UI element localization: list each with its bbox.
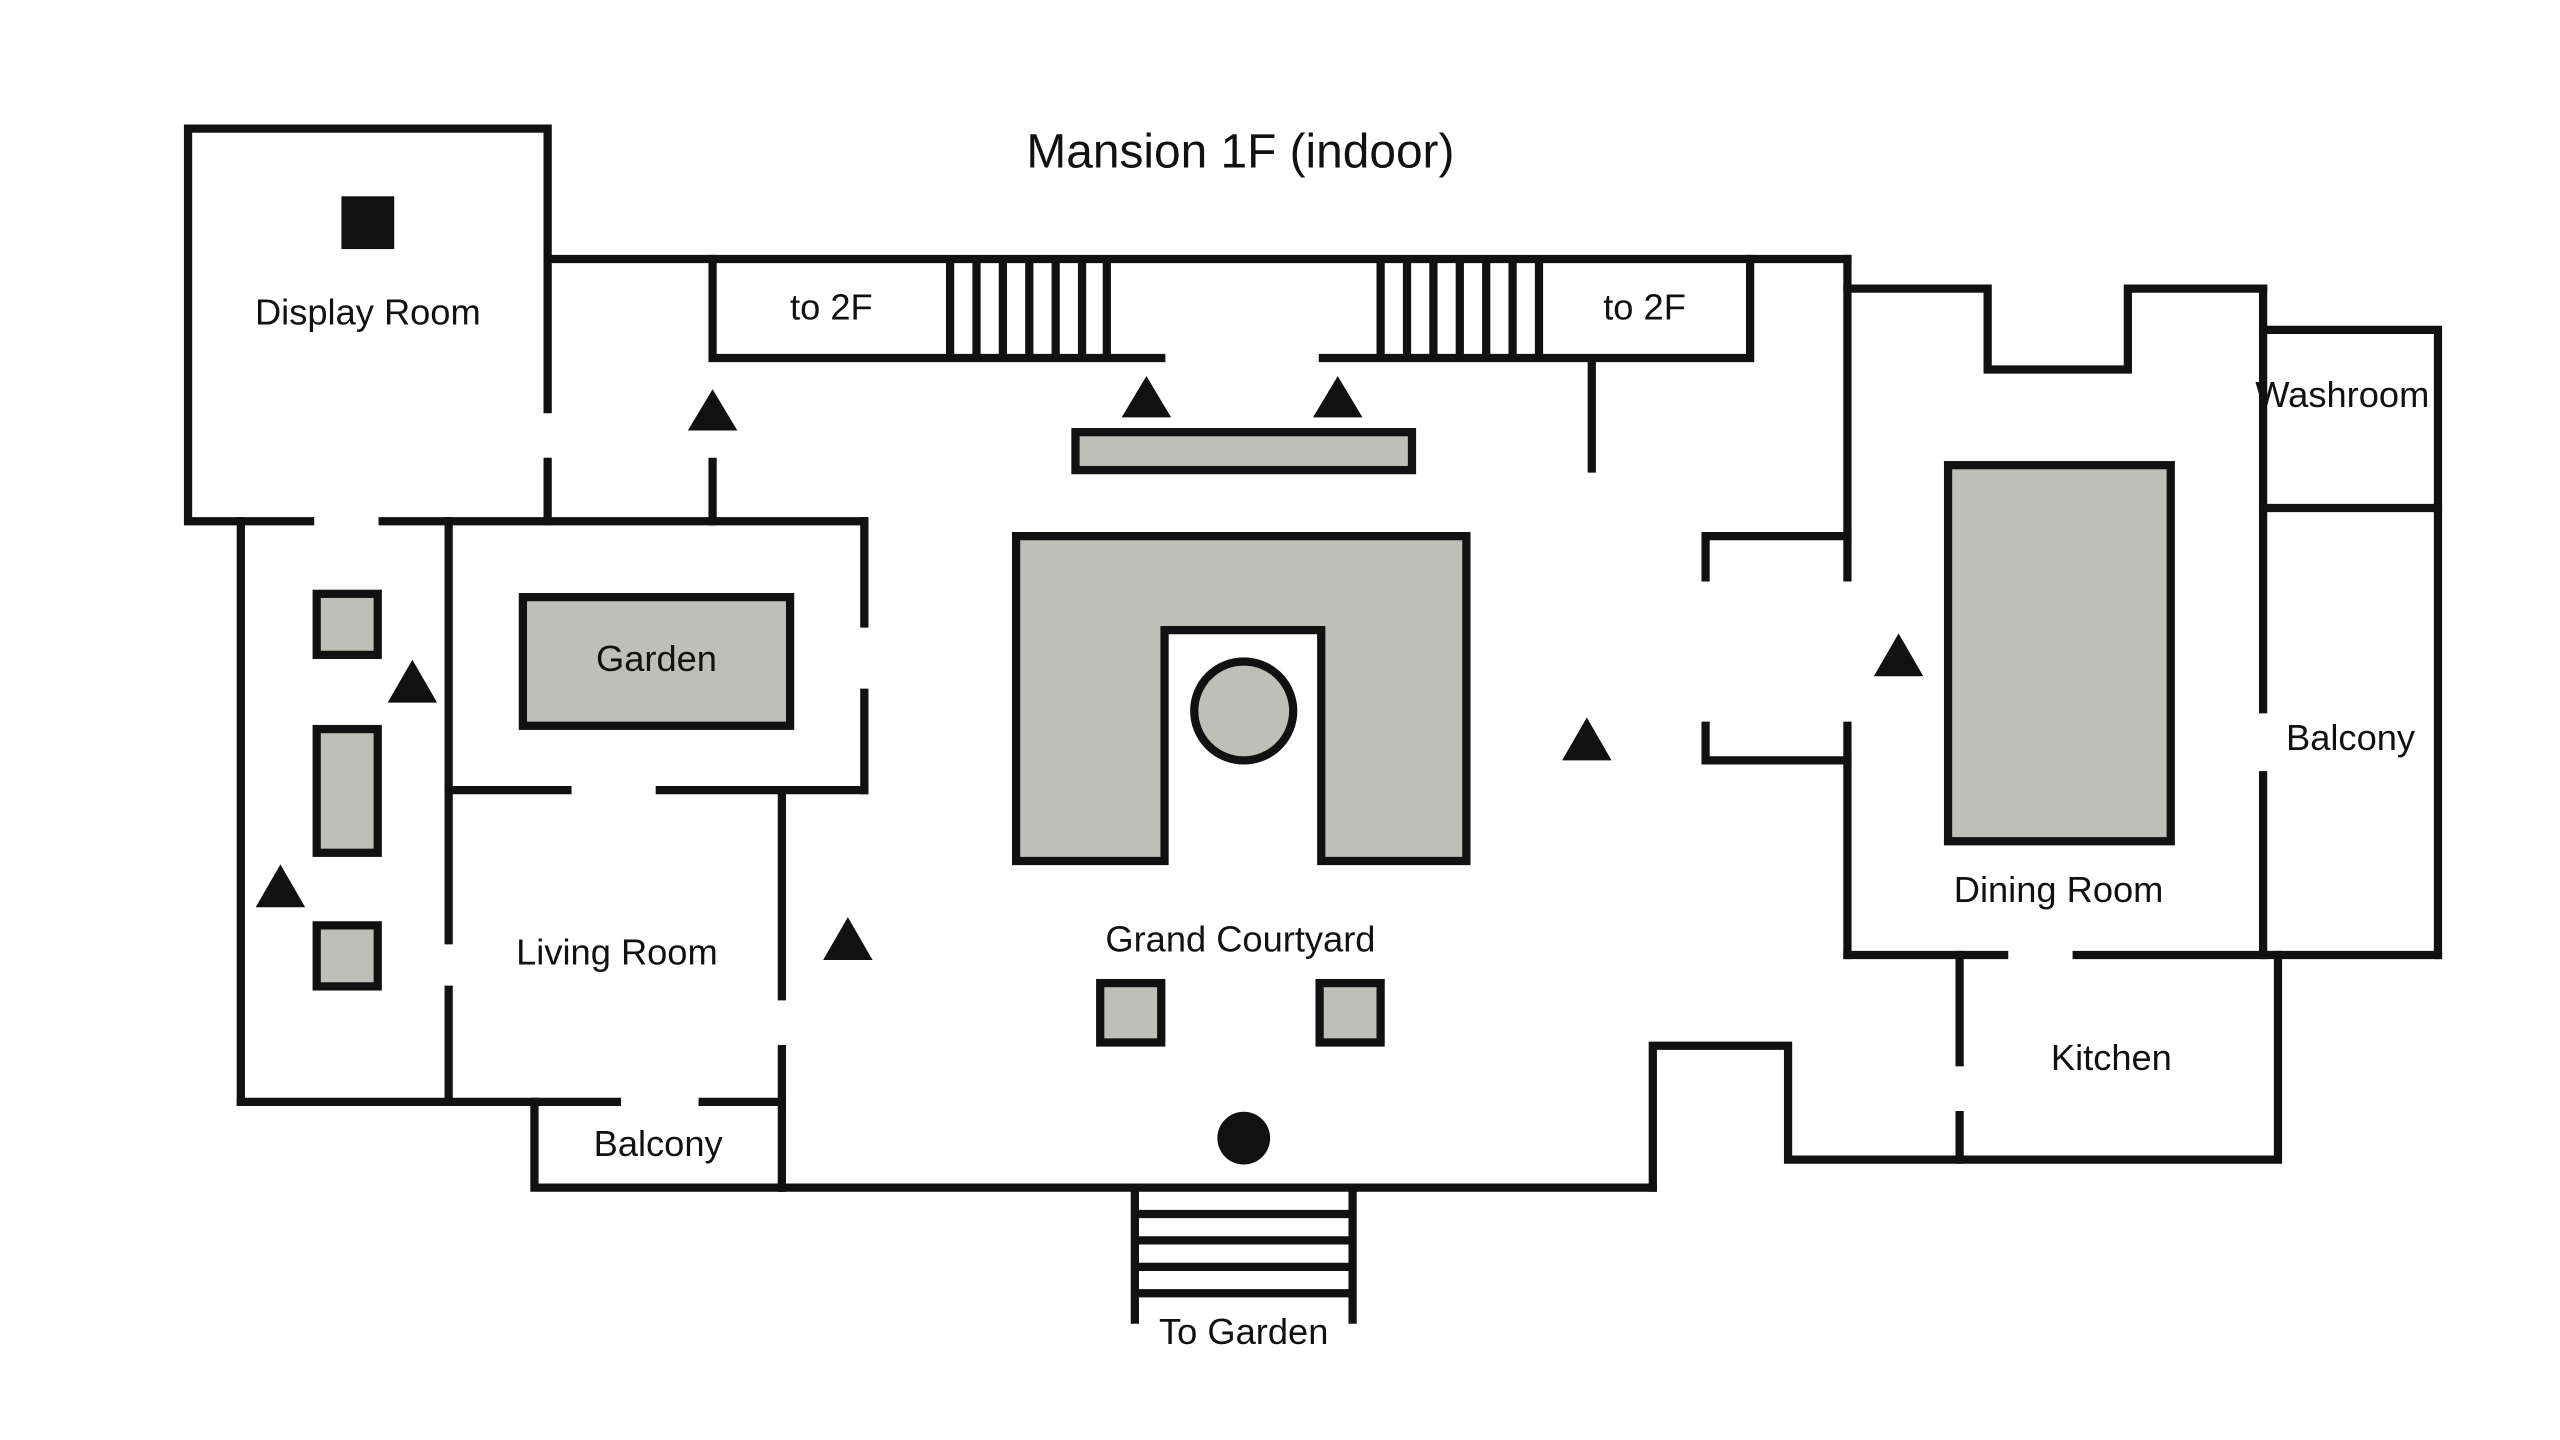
- label-stairs-left[interactable]: to 2F: [790, 287, 873, 328]
- corridor-block-2: [312, 724, 382, 857]
- room-labels: Display Room Garden Living Room Balcony …: [255, 287, 2429, 1352]
- triangle-marker-icon[interactable]: [387, 659, 438, 703]
- label-balcony-left: Balcony: [594, 1123, 724, 1164]
- fountain-circle: [1190, 657, 1298, 765]
- walls: [183, 124, 2443, 1324]
- label-washroom: Washroom: [2255, 374, 2429, 415]
- circle-marker-icon[interactable]: [1217, 1111, 1271, 1165]
- label-kitchen: Kitchen: [2051, 1037, 2172, 1078]
- map-title: Mansion 1F (indoor): [1026, 126, 1454, 179]
- triangle-marker-icon[interactable]: [255, 864, 306, 908]
- triangle-marker-icon[interactable]: [1873, 633, 1924, 677]
- courtyard-block-right: [1315, 978, 1385, 1047]
- label-garden: Garden: [596, 638, 717, 679]
- triangle-marker-icon[interactable]: [1121, 376, 1172, 418]
- label-to-garden[interactable]: To Garden: [1159, 1311, 1328, 1352]
- dining-table: [1943, 461, 2175, 846]
- square-marker-icon[interactable]: [341, 196, 395, 250]
- furniture: [312, 428, 2175, 1047]
- courtyard-u-bench: [1011, 531, 1471, 866]
- triangle-marker-icon[interactable]: [1313, 376, 1363, 418]
- corridor-block-1: [312, 589, 382, 659]
- markers: [255, 196, 1924, 1165]
- label-balcony-right: Balcony: [2286, 717, 2416, 758]
- triangle-marker-icon[interactable]: [687, 389, 738, 431]
- counter-bar: [1071, 428, 1417, 475]
- corridor-block-3: [312, 921, 382, 991]
- front-stairs[interactable]: [1134, 1209, 1353, 1298]
- triangle-marker-icon[interactable]: [823, 917, 873, 961]
- label-living-room: Living Room: [516, 932, 718, 973]
- stairs-left[interactable]: [945, 258, 1111, 358]
- garden-bed: [518, 592, 795, 730]
- label-display-room: Display Room: [255, 292, 481, 333]
- triangle-marker-icon[interactable]: [1562, 717, 1612, 761]
- stairs-right[interactable]: [1376, 258, 1544, 358]
- label-stairs-right[interactable]: to 2F: [1603, 287, 1686, 328]
- label-grand-courtyard: Grand Courtyard: [1105, 918, 1375, 959]
- label-dining-room: Dining Room: [1954, 869, 2164, 910]
- courtyard-block-left: [1096, 978, 1166, 1047]
